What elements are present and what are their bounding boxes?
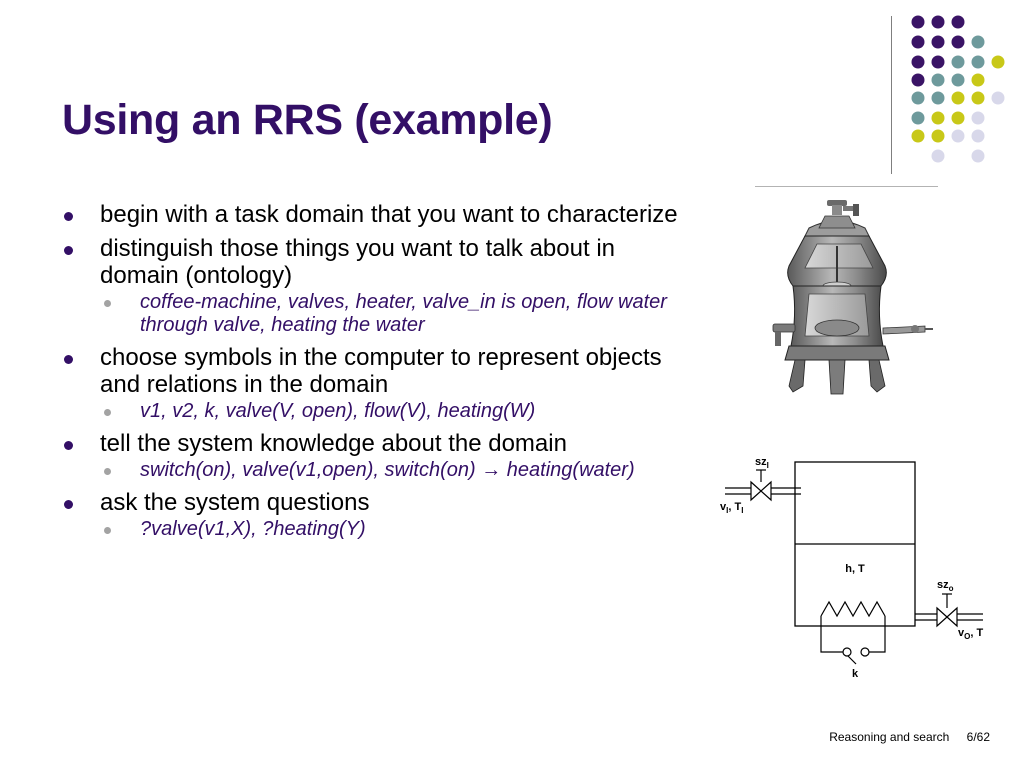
decorative-dot-grid bbox=[911, 15, 1005, 163]
decorative-dot bbox=[971, 111, 985, 125]
decorative-dot bbox=[931, 129, 945, 143]
decorative-dot bbox=[971, 91, 985, 105]
decorative-dot bbox=[911, 91, 925, 105]
sub-bullet-item: switch(on), valve(v1,open), switch(on) →… bbox=[100, 459, 700, 482]
vertical-divider bbox=[891, 16, 892, 174]
sub-bullet-item: coffee-machine, valves, heater, valve_in… bbox=[100, 291, 700, 337]
decorative-dot bbox=[951, 111, 965, 125]
page-number: 6/62 bbox=[966, 730, 990, 744]
decorative-dot bbox=[971, 149, 985, 163]
decorative-dot bbox=[931, 15, 945, 29]
sub-bullet-text: coffee-machine, valves, heater, valve_in… bbox=[140, 291, 667, 336]
decorative-dot bbox=[951, 73, 965, 87]
inlet-valve-size-label: szI bbox=[755, 456, 769, 470]
bullet-text: distinguish those things you want to tal… bbox=[100, 235, 615, 289]
tank-level-label: h, T bbox=[845, 563, 865, 575]
decorative-dot bbox=[911, 55, 925, 69]
decorative-dot bbox=[911, 73, 925, 87]
sub-bullet-item: v1, v2, k, valve(V, open), flow(V), heat… bbox=[100, 400, 700, 423]
slide-footer: Reasoning and search 6/62 bbox=[815, 730, 990, 744]
decorative-dot bbox=[931, 149, 945, 163]
outlet-flow-label: vO, T bbox=[958, 627, 983, 641]
bullet-item: tell the system knowledge about the doma… bbox=[60, 430, 700, 457]
bullet-text: tell the system knowledge about the doma… bbox=[100, 430, 567, 457]
coffee-machine-illustration bbox=[772, 200, 933, 395]
sub-bullet-text: v1, v2, k, valve(V, open), flow(V), heat… bbox=[140, 400, 536, 422]
bullet-list: begin with a task domain that you want t… bbox=[60, 194, 700, 541]
process-diagram: szI vI, TI h, T k szo vO, T bbox=[720, 456, 983, 680]
footer-course-title: Reasoning and search bbox=[829, 730, 950, 744]
decorative-dot bbox=[991, 91, 1005, 105]
decorative-dot bbox=[991, 55, 1005, 69]
bullet-item: begin with a task domain that you want t… bbox=[60, 201, 700, 228]
decorative-dot bbox=[931, 111, 945, 125]
decorative-dot bbox=[971, 73, 985, 87]
bullet-item: distinguish those things you want to tal… bbox=[60, 235, 700, 289]
decorative-dot bbox=[951, 129, 965, 143]
decorative-dot bbox=[931, 55, 945, 69]
bullet-item: choose symbols in the computer to repres… bbox=[60, 344, 700, 398]
bullet-item: ask the system questions bbox=[60, 489, 700, 516]
slide-title: Using an RRS (example) bbox=[62, 96, 553, 144]
decorative-dot bbox=[931, 91, 945, 105]
decorative-dot bbox=[911, 129, 925, 143]
horizontal-divider bbox=[755, 186, 938, 187]
decorative-dot bbox=[951, 55, 965, 69]
sub-bullet-text: switch(on), valve(v1,open), switch(on) →… bbox=[140, 459, 635, 481]
bullet-text: ask the system questions bbox=[100, 489, 370, 516]
outlet-valve-size-label: szo bbox=[937, 579, 954, 593]
sub-bullet-text: ?valve(v1,X), ?heating(Y) bbox=[140, 518, 366, 540]
decorative-dot bbox=[951, 91, 965, 105]
switch-label: k bbox=[852, 668, 859, 680]
inlet-flow-label: vI, TI bbox=[720, 501, 743, 515]
sub-bullet-item: ?valve(v1,X), ?heating(Y) bbox=[100, 518, 700, 541]
decorative-dot bbox=[951, 15, 965, 29]
decorative-dot bbox=[971, 55, 985, 69]
decorative-dot bbox=[911, 35, 925, 49]
decorative-dot bbox=[911, 111, 925, 125]
decorative-dot bbox=[951, 35, 965, 49]
bullet-text: begin with a task domain that you want t… bbox=[100, 201, 678, 228]
decorative-dot bbox=[911, 15, 925, 29]
decorative-dot bbox=[931, 73, 945, 87]
decorative-dot bbox=[971, 129, 985, 143]
decorative-dot bbox=[971, 35, 985, 49]
decorative-dot bbox=[931, 35, 945, 49]
bullet-text: choose symbols in the computer to repres… bbox=[100, 344, 662, 398]
